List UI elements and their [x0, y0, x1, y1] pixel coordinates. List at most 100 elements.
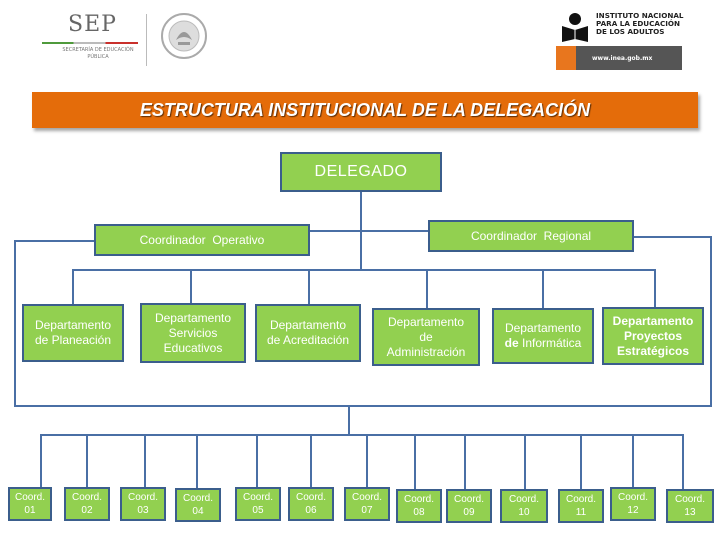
delegado-box: DELEGADO — [280, 152, 442, 192]
coord-unit-number: 08 — [413, 507, 425, 518]
dept-line: de Acreditación — [266, 333, 350, 347]
coord-unit-label: Coord. — [565, 494, 596, 505]
coord-unit-label: Coord. — [674, 494, 705, 505]
coord-unit-09: Coord.09 — [446, 489, 492, 523]
coord-unit-10: Coord.10 — [500, 489, 548, 523]
coord-unit-number: 13 — [684, 507, 696, 518]
inea-url-bar — [576, 46, 682, 70]
coord-unit-number: 06 — [305, 505, 317, 516]
dept-servicios-educativos-box: Departamento Servicios Educativos — [140, 303, 246, 363]
coord-unit-number: 01 — [24, 505, 36, 516]
coordinador-regional-box: Coordinador Regional — [428, 220, 634, 252]
connector — [14, 240, 94, 242]
connector — [426, 269, 428, 309]
coord-unit-label: Coord. — [14, 492, 45, 503]
dept-line: Departamento — [34, 318, 112, 332]
inea-name: INSTITUTO NACIONAL PARA LA EDUCACIÓN DE … — [596, 11, 684, 36]
coord-unit-08: Coord. 08 — [396, 489, 442, 523]
connector — [654, 269, 656, 307]
coord-unit-number: 02 — [81, 505, 93, 516]
coord-unit-07: Coord. 07 — [344, 487, 390, 521]
coord-unit-02: Coord. 02 — [64, 487, 110, 521]
coord-unit-label: Coord. — [453, 494, 484, 505]
connector — [310, 434, 312, 488]
coord-unit-label: Coord. — [242, 492, 273, 503]
coord-unit-label: Coord. — [295, 492, 326, 503]
connector — [360, 224, 362, 270]
dept-line: Educativos — [163, 340, 223, 355]
coord-unit-01: Coord. 01 — [8, 487, 52, 521]
dept-acreditacion-box: Departamento de Acreditación — [255, 304, 361, 362]
sep-logo: SEP SECRETARÍA DE EDUCACIÓN PÚBLICA — [40, 12, 140, 68]
connector — [542, 269, 544, 309]
coord-unit-03: Coord. 03 — [120, 487, 166, 521]
coord-unit-label: Coord. — [71, 492, 102, 503]
inea-logo: INSTITUTO NACIONAL PARA LA EDUCACIÓN DE … — [556, 10, 684, 70]
connector — [40, 434, 684, 436]
coord-unit-06: Coord. 06 — [288, 487, 334, 521]
dept-line: Departamento — [154, 310, 232, 325]
coord-unit-label: Coord. — [182, 493, 213, 504]
coord-unit-number: 07 — [361, 505, 373, 516]
coordinador-operativo-box: Coordinador Operativo — [94, 224, 310, 256]
connector — [414, 434, 416, 490]
dept-line: Servicios — [168, 325, 218, 340]
connector — [360, 192, 362, 224]
dept-line: Departamento — [612, 313, 694, 328]
dept-line: de — [419, 329, 433, 344]
dept-administracion-box: Departamento de Administración — [372, 308, 480, 366]
connector — [366, 434, 368, 488]
coord-unit-label: Coord. — [403, 494, 434, 505]
coord-unit-number: 12 — [627, 505, 639, 516]
coord-unit-04: Coord. 04 — [175, 488, 221, 522]
coord-unit-number: 10 — [518, 507, 530, 518]
mexico-seal-icon — [161, 13, 207, 59]
dept-line-bold: de — [504, 336, 519, 350]
dept-line: Administración — [386, 344, 466, 359]
coord-unit-label: Coord. — [351, 492, 382, 503]
dept-line: Estratégicos — [616, 343, 690, 358]
connector — [144, 434, 146, 488]
connector — [632, 434, 634, 488]
sep-subtitle: SECRETARÍA DE EDUCACIÓN PÚBLICA — [62, 47, 134, 60]
dept-line: de Planeación — [34, 333, 112, 347]
coord-unit-number: 03 — [137, 505, 149, 516]
connector — [72, 269, 656, 271]
connector — [196, 434, 198, 490]
logo-divider — [146, 14, 147, 66]
sep-logo-stripe — [42, 42, 138, 44]
connector — [710, 236, 712, 406]
connector — [308, 269, 310, 305]
connector — [14, 405, 712, 407]
coordinador-regional-label: Coordinador Regional — [470, 229, 592, 243]
connector — [682, 434, 684, 490]
dept-planeacion-box: Departamento de Planeación — [22, 304, 124, 362]
page-title: ESTRUCTURA INSTITUCIONAL DE LA DELEGACIÓ… — [139, 100, 591, 120]
coord-unit-label: Coord. — [617, 492, 648, 503]
connector — [190, 269, 192, 303]
connector — [310, 230, 428, 232]
connector — [632, 236, 712, 238]
connector — [72, 269, 74, 305]
title-banner: ESTRUCTURA INSTITUCIONAL DE LA DELEGACIÓ… — [32, 92, 698, 128]
coordinador-operativo-label: Coordinador Operativo — [139, 233, 265, 247]
connector — [14, 240, 16, 406]
coord-unit-05: Coord. 05 — [235, 487, 281, 521]
connector — [464, 434, 466, 490]
dept-informatica-box: Departamento de Informática — [492, 308, 594, 364]
coord-unit-number: 04 — [192, 506, 204, 517]
connector — [348, 405, 350, 435]
dept-proyectos-estrategicos-box: Departamento Proyectos Estratégicos — [602, 307, 704, 365]
connector — [524, 434, 526, 490]
connector — [580, 434, 582, 490]
delegado-label: DELEGADO — [314, 163, 408, 180]
inea-orange-block — [556, 46, 576, 70]
coord-unit-number: 05 — [252, 505, 264, 516]
connector — [86, 434, 88, 488]
connector — [40, 434, 42, 488]
coord-unit-11: Coord.11 — [558, 489, 604, 523]
sep-logo-text: SEP — [68, 12, 117, 37]
coord-unit-13: Coord. 13 — [666, 489, 714, 523]
coord-unit-label: Coord. — [127, 492, 158, 503]
dept-line: Departamento — [387, 314, 465, 329]
